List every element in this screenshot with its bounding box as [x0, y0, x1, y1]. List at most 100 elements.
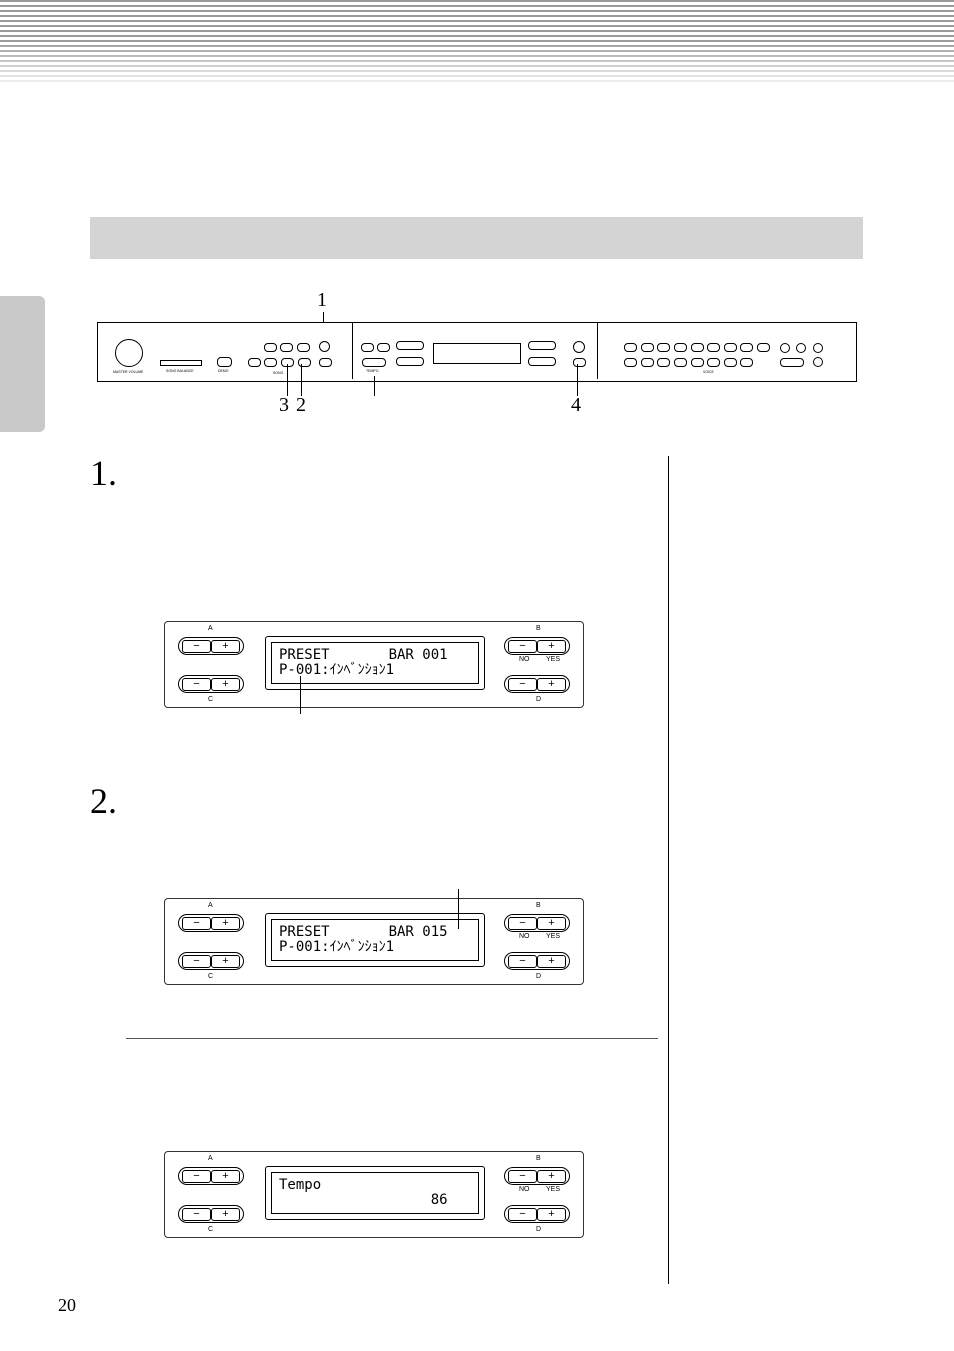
- lcd-line-2: 86: [279, 1192, 448, 1208]
- a-minus-button: −: [182, 917, 211, 930]
- voice-button: [624, 343, 637, 352]
- b-minus-button: −: [508, 1170, 537, 1183]
- callout-1: 1: [317, 289, 327, 311]
- voice-button: [724, 343, 737, 352]
- voice-button: [641, 343, 654, 352]
- panel-divider: [597, 323, 598, 379]
- c-button-pair: −+: [178, 675, 244, 693]
- tempo-leader: [374, 376, 375, 396]
- header-stripes-fade: [0, 40, 954, 82]
- voice-button: [641, 358, 654, 367]
- b-plus-button: +: [537, 917, 566, 930]
- label-yes: YES: [546, 656, 561, 663]
- callout-4-leader: [577, 364, 578, 396]
- lcd-screen-inner: PRESET BAR 015 P-001:ｲﾝﾍﾞﾝｼｮﾝ1: [271, 919, 479, 961]
- lcd-screen: PRESET BAR 001 P-001:ｲﾝﾍﾞﾝｼｮﾝ1: [265, 636, 485, 690]
- b-button-pair: −+: [504, 637, 570, 655]
- label-d: D: [536, 973, 542, 980]
- c-plus-button: +: [211, 678, 240, 691]
- master-volume-knob: [115, 339, 143, 367]
- d-minus-button: −: [508, 955, 537, 968]
- panel-button: [264, 343, 277, 352]
- lcd-screen: Tempo 86: [265, 1166, 485, 1220]
- panel-button: [361, 343, 374, 352]
- lcd-line-2: P-001:ｲﾝﾍﾞﾝｼｮﾝ1: [279, 662, 395, 678]
- voice-button: [674, 358, 687, 367]
- panel-round-button-1: [319, 341, 330, 352]
- song-label: SONG: [273, 371, 284, 375]
- function-button: [813, 357, 823, 367]
- c-minus-button: −: [182, 1208, 211, 1221]
- voice-button: [757, 343, 770, 352]
- a-plus-button: +: [211, 640, 240, 653]
- panel-button: [264, 358, 277, 367]
- reverb-knob: [780, 343, 790, 353]
- play-stop-button: [298, 358, 311, 367]
- d-minus-button: −: [508, 678, 537, 691]
- callout-2-leader: [301, 364, 302, 396]
- panel-button: [297, 343, 310, 352]
- a-minus-button: −: [182, 640, 211, 653]
- lcd-screen-inner: Tempo 86: [271, 1172, 479, 1214]
- display-panel-3: A −+ −+ C Tempo 86 B −+ NO YES −+ D: [164, 1151, 584, 1238]
- label-c: C: [208, 696, 214, 703]
- column-divider-line: [668, 456, 669, 1284]
- d-plus-button: +: [537, 955, 566, 968]
- panel-button: [248, 358, 261, 367]
- label-a: A: [208, 625, 213, 632]
- panel-d-button: [528, 357, 556, 366]
- voice-button: [624, 358, 637, 367]
- voice-button: [740, 343, 753, 352]
- label-d: D: [536, 1226, 542, 1233]
- chorus-knob: [796, 343, 806, 353]
- lcd-screen: PRESET BAR 015 P-001:ｲﾝﾍﾞﾝｼｮﾝ1: [265, 913, 485, 967]
- label-a: A: [208, 1155, 213, 1162]
- label-b: B: [536, 902, 541, 909]
- lcd-line-2: P-001:ｲﾝﾍﾞﾝｼｮﾝ1: [279, 939, 395, 955]
- demo-label: DEMO: [218, 369, 229, 373]
- demo-button: [217, 357, 232, 367]
- function-knob: [573, 341, 585, 353]
- c-button-pair: −+: [178, 952, 244, 970]
- panel-round-button-2: [813, 343, 823, 353]
- callout-3: 3: [279, 394, 289, 416]
- voice-button: [674, 343, 687, 352]
- label-b: B: [536, 1155, 541, 1162]
- display-panel-1: A −+ −+ C PRESET BAR 001 P-001:ｲﾝﾍﾞﾝｼｮﾝ1…: [164, 621, 584, 708]
- label-no: NO: [519, 1186, 530, 1193]
- c-minus-button: −: [182, 678, 211, 691]
- section-divider-line: [126, 1038, 658, 1039]
- c-minus-button: −: [182, 955, 211, 968]
- voice-button: [657, 358, 670, 367]
- lcd-line-1: PRESET BAR 001: [279, 647, 448, 663]
- b-button-pair: −+: [504, 914, 570, 932]
- instrument-control-panel: MASTER VOLUME SONG BALANCE DEMO SONG TEM…: [97, 322, 857, 382]
- panel-button: [573, 358, 586, 367]
- label-no: NO: [519, 933, 530, 940]
- voice-button: [691, 358, 704, 367]
- b-minus-button: −: [508, 640, 537, 653]
- c-plus-button: +: [211, 1208, 240, 1221]
- callout-4: 4: [571, 394, 581, 416]
- voice-button: [691, 343, 704, 352]
- step-1-number: 1.: [90, 453, 117, 493]
- label-c: C: [208, 1226, 214, 1233]
- label-d: D: [536, 696, 542, 703]
- b-minus-button: −: [508, 917, 537, 930]
- label-a: A: [208, 902, 213, 909]
- tempo-label: TEMPO: [366, 369, 379, 373]
- panel-button: [319, 358, 332, 367]
- master-volume-label: MASTER VOLUME: [113, 370, 144, 374]
- step-2-number: 2.: [90, 781, 117, 821]
- c-button-pair: −+: [178, 1205, 244, 1223]
- panel-cd-button: [396, 357, 424, 366]
- voice-label: VOICE: [703, 370, 714, 374]
- page-number: 20: [58, 1295, 76, 1315]
- voice-button: [740, 358, 753, 367]
- panel-divider: [352, 323, 353, 379]
- panel-ab-button: [396, 341, 424, 350]
- panel-button: [377, 343, 390, 352]
- voice-button: [724, 358, 737, 367]
- voice-button: [707, 358, 720, 367]
- label-c: C: [208, 973, 214, 980]
